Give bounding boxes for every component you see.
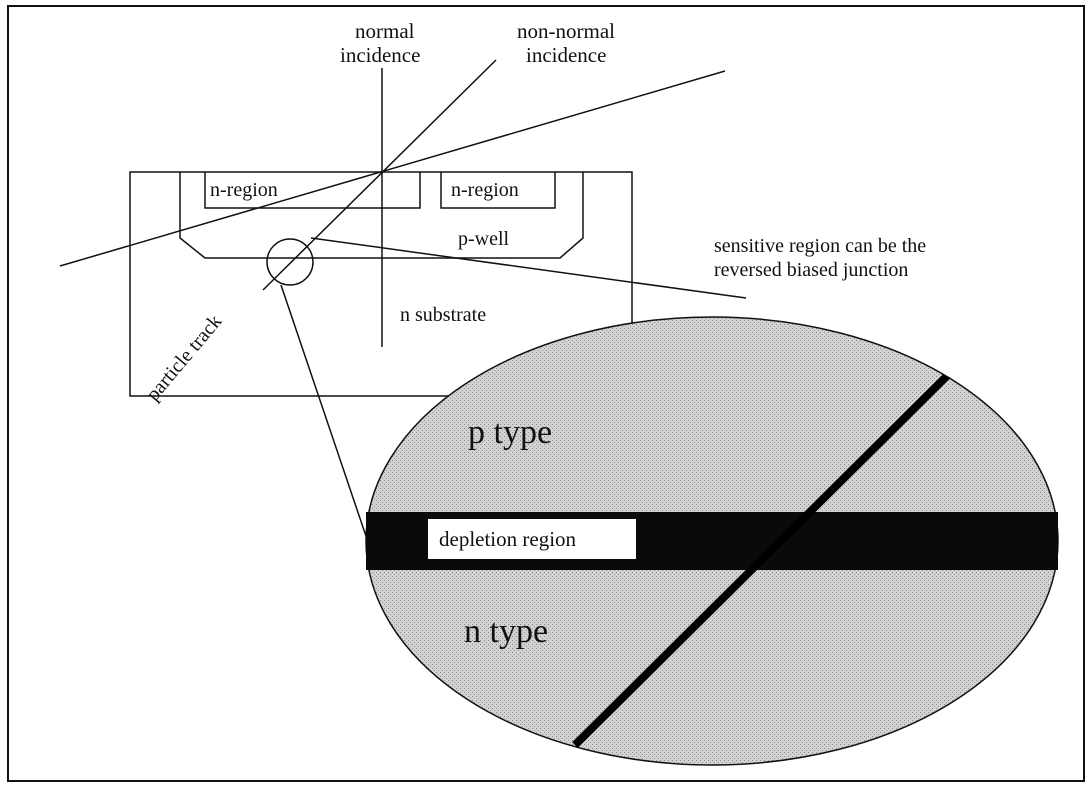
n-region-right-outline	[440, 172, 556, 209]
n-substrate-label: n substrate	[400, 304, 486, 326]
n-region-right-label: n-region	[451, 179, 519, 201]
normal-incidence-label-line1: normal	[355, 19, 415, 43]
n-region-left-label: n-region	[210, 179, 278, 201]
non-normal-incidence-line	[262, 59, 497, 291]
particle-track-label: particle track	[142, 311, 226, 406]
zoom-circle	[266, 238, 314, 286]
shallow-incidence-line	[59, 70, 726, 267]
sensitive-region-label-line1: sensitive region can be the	[714, 235, 926, 257]
non-normal-incidence-label-line1: non-normal	[517, 19, 615, 43]
n-type-label: n type	[464, 613, 548, 650]
normal-incidence-label-line2: incidence	[340, 43, 420, 67]
non-normal-incidence-label-line2: incidence	[526, 43, 606, 67]
depletion-region-label-box	[428, 519, 636, 559]
depletion-region-label: depletion region	[439, 527, 577, 551]
particle-track-zoomed	[572, 358, 965, 748]
figure-frame	[7, 5, 1085, 782]
p-well-label: p-well	[458, 228, 510, 250]
p-type-label: p type	[468, 414, 552, 451]
sensitive-region-label-line2: reversed biased junction	[714, 259, 908, 281]
zoom-line-upper	[310, 237, 747, 299]
n-region-left-outline	[204, 172, 421, 209]
zoom-line-lower	[280, 284, 370, 546]
